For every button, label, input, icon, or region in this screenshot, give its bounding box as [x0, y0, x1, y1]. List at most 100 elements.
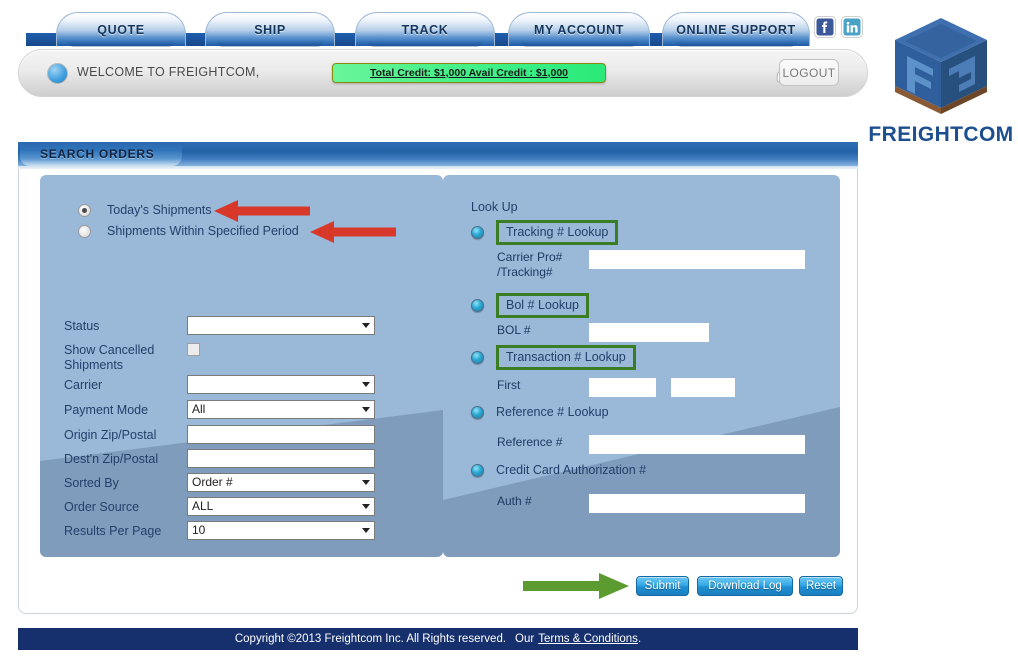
radio-todays-shipments-dot [78, 203, 91, 217]
show-cancelled-checkbox[interactable] [187, 343, 200, 356]
field-origin-zip-label: Origin Zip/Postal [64, 428, 157, 442]
radio-specified-period[interactable]: Shipments Within Specified Period [78, 224, 299, 238]
top-navigation: QUOTE SHIP TRACK MY ACCOUNT ONLINE SUPPO… [0, 0, 1018, 47]
payment-mode-select-value: All [192, 402, 206, 416]
payment-mode-select[interactable]: All [187, 400, 375, 419]
field-results-per-page: Results Per Page 10 [64, 521, 424, 540]
field-carrier-pro-tracking-label: Carrier Pro# /Tracking# [497, 250, 563, 279]
field-reference: Reference # [497, 435, 805, 454]
field-dest-zip-label: Dest'n Zip/Postal [64, 452, 159, 466]
tab-quote-label: QUOTE [97, 22, 145, 37]
field-show-cancelled: Show Cancelled Shipments [64, 340, 424, 373]
field-show-cancelled-label: Show Cancelled Shipments [64, 343, 155, 372]
chevron-down-icon [362, 504, 370, 509]
chevron-down-icon [362, 407, 370, 412]
page-title: SEARCH ORDERS [20, 142, 182, 166]
radio-transaction-lookup-dot [471, 351, 484, 364]
transaction-second-input[interactable] [671, 378, 735, 397]
dest-zip-input[interactable] [187, 449, 375, 468]
field-auth: Auth # [497, 494, 805, 513]
field-results-per-page-label: Results Per Page [64, 524, 162, 538]
panel-header-underline [18, 166, 858, 169]
radio-tracking-lookup-dot [471, 226, 484, 239]
field-carrier: Carrier [64, 375, 424, 394]
radio-reference-lookup-label: Reference # Lookup [496, 405, 609, 419]
welcome-bar: WELCOME TO FREIGHTCOM, Total Credit: $1,… [18, 49, 868, 97]
linkedin-icon[interactable] [841, 16, 863, 38]
field-status: Status [64, 316, 424, 335]
footer: Copyright ©2013 Freightcom Inc. All Righ… [18, 628, 858, 650]
field-order-source: Order Source ALL [64, 497, 424, 516]
tab-online-support-label: ONLINE SUPPORT [676, 22, 796, 37]
annotation-arrow-todays-shipments [214, 200, 310, 222]
logout-button[interactable]: LOGOUT [779, 59, 839, 86]
results-per-page-select[interactable]: 10 [187, 521, 375, 540]
reset-button-label: Reset [805, 580, 837, 592]
tab-my-account[interactable]: MY ACCOUNT [508, 12, 650, 47]
sorted-by-select[interactable]: Order # [187, 473, 375, 492]
submit-button[interactable]: Submit [636, 576, 689, 596]
order-source-select-value: ALL [192, 499, 214, 513]
order-source-select[interactable]: ALL [187, 497, 375, 516]
footer-our-label: Our [515, 633, 535, 645]
tab-online-support[interactable]: ONLINE SUPPORT [662, 12, 810, 47]
radio-reference-lookup[interactable]: Reference # Lookup [471, 405, 609, 419]
reset-button[interactable]: Reset [799, 576, 843, 596]
field-carrier-pro-tracking: Carrier Pro# /Tracking# [497, 250, 805, 280]
reference-input[interactable] [589, 435, 805, 454]
download-log-button-label: Download Log [708, 580, 782, 592]
radio-bol-lookup-label: Bol # Lookup [496, 293, 589, 318]
tab-track-label: TRACK [401, 22, 449, 37]
results-per-page-select-value: 10 [192, 523, 206, 537]
field-payment-mode: Payment Mode All [64, 400, 424, 419]
radio-bol-lookup-dot [471, 299, 484, 312]
field-dest-zip: Dest'n Zip/Postal [64, 449, 424, 468]
carrier-pro-tracking-input[interactable] [589, 250, 805, 269]
credit-badge[interactable]: Total Credit: $1,000 Avail Credit : $1,0… [332, 63, 606, 83]
sorted-by-select-value: Order # [192, 475, 233, 489]
carrier-select[interactable] [187, 375, 375, 394]
radio-tracking-lookup-label: Tracking # Lookup [496, 220, 619, 245]
radio-transaction-lookup[interactable]: Transaction # Lookup [471, 345, 636, 370]
brand-logo[interactable]: FREIGHTCOM [866, 16, 1016, 146]
field-reference-label: Reference # [497, 435, 563, 449]
freightcom-cube-logo [895, 18, 987, 114]
field-bol-label: BOL # [497, 323, 531, 337]
field-carrier-label: Carrier [64, 378, 103, 392]
field-sorted-by: Sorted By Order # [64, 473, 424, 492]
footer-copyright: Copyright ©2013 Freightcom Inc. All Righ… [234, 633, 507, 645]
status-select[interactable] [187, 316, 375, 335]
auth-input[interactable] [589, 494, 805, 513]
field-status-label: Status [64, 319, 100, 333]
tab-my-account-label: MY ACCOUNT [533, 22, 625, 37]
bol-input[interactable] [589, 323, 709, 342]
tab-quote[interactable]: QUOTE [56, 12, 186, 47]
submit-button-label: Submit [644, 580, 681, 592]
field-bol: BOL # [497, 323, 709, 342]
radio-tracking-lookup[interactable]: Tracking # Lookup [471, 220, 619, 245]
brand-logo-text: FREIGHTCOM [868, 123, 1014, 146]
field-order-source-label: Order Source [64, 500, 140, 514]
logout-button-label: LOGOUT [782, 65, 836, 80]
facebook-icon[interactable] [814, 16, 836, 38]
origin-zip-input[interactable] [187, 425, 375, 444]
radio-credit-card-auth[interactable]: Credit Card Authorization # [471, 463, 646, 477]
tab-ship[interactable]: SHIP [205, 12, 335, 47]
page-title-text: SEARCH ORDERS [40, 147, 155, 161]
radio-credit-card-auth-label: Credit Card Authorization # [496, 463, 647, 477]
footer-period: . [637, 633, 642, 645]
welcome-greeting: WELCOME TO FREIGHTCOM, [77, 65, 260, 79]
download-log-button[interactable]: Download Log [697, 576, 793, 596]
terms-and-conditions-link[interactable]: Terms & Conditions [538, 633, 638, 645]
lookup-title: Look Up [471, 200, 518, 214]
field-origin-zip: Origin Zip/Postal [64, 425, 424, 444]
tab-track[interactable]: TRACK [355, 12, 495, 47]
credit-badge-text: Total Credit: $1,000 Avail Credit : $1,0… [369, 67, 569, 79]
field-auth-label: Auth # [497, 494, 532, 508]
transaction-first-input[interactable] [589, 378, 656, 397]
radio-todays-shipments[interactable]: Today's Shipments [78, 203, 212, 217]
lookup-box: Look Up Tracking # Lookup Carrier Pro# /… [443, 175, 840, 557]
radio-bol-lookup[interactable]: Bol # Lookup [471, 293, 589, 318]
chevron-down-icon [362, 528, 370, 533]
chevron-down-icon [362, 480, 370, 485]
